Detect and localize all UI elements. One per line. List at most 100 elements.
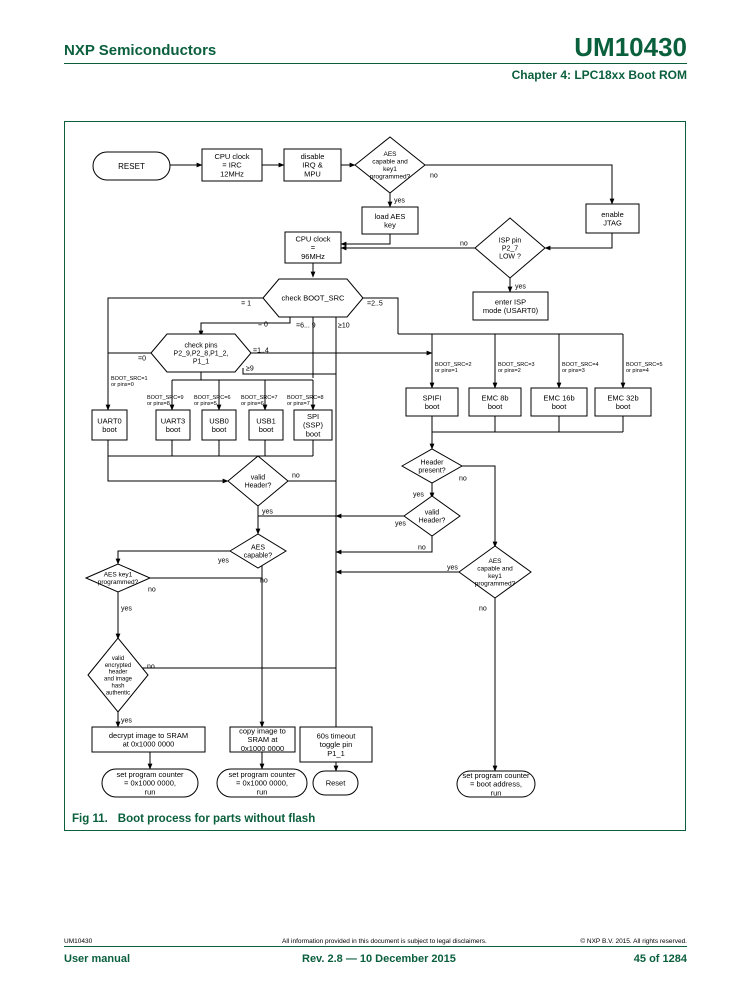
uart3-boot-box bbox=[155, 409, 191, 441]
aes-capable-decision bbox=[229, 533, 287, 569]
copy-image-box-text-line-1: copy image to bbox=[239, 727, 286, 736]
aes-capable-decision-text-line-2: capable? bbox=[244, 552, 273, 559]
decrypt-image-box bbox=[91, 726, 206, 753]
reset-terminal-text: RESET bbox=[118, 162, 145, 171]
label-bs3-line-2: or pins=2 bbox=[498, 368, 521, 374]
spi-ssp-boot-box-text-line-3: boot bbox=[306, 429, 322, 438]
label-bs5-line-1: BOOT_SRC=5 bbox=[626, 362, 663, 368]
set-pc-mid-terminal-text-line-2: = 0x1000 0000, bbox=[236, 779, 288, 788]
valid-header-left-decision bbox=[227, 455, 289, 507]
edge-jtag-isp bbox=[544, 233, 613, 251]
spifi-boot-box-text-line-2: boot bbox=[425, 402, 441, 411]
usb0-boot-box bbox=[201, 409, 237, 441]
uart0-boot-box-text-line-2: boot bbox=[102, 425, 118, 434]
label-header-no: no bbox=[459, 475, 467, 482]
cpu-clock-96-box-text-line-1: CPU clock bbox=[295, 235, 330, 244]
cpu-clock-96-box-text-line-3: 96MHz bbox=[301, 252, 325, 261]
timeout-box-text-line-1: 60s timeout bbox=[317, 732, 357, 741]
footer-doc-type: User manual bbox=[64, 953, 131, 965]
isp-pin-decision-text-line-3: LOW ? bbox=[499, 254, 521, 261]
edge-bs2-5 bbox=[363, 297, 399, 334]
aes-key1-left-decision-text-line-2: programmed? bbox=[98, 579, 139, 586]
usb0-boot-box-text-line-2: boot bbox=[212, 425, 228, 434]
emc8-boot-box bbox=[468, 387, 522, 417]
emc32-boot-box-text-line-2: boot bbox=[616, 402, 632, 411]
label-bs6-line-2: or pins=5 bbox=[194, 401, 217, 407]
edge-aes-no bbox=[425, 164, 615, 205]
figure-frame bbox=[64, 121, 686, 831]
spi-ssp-boot-box-text-line-1: SPI bbox=[307, 412, 319, 421]
edge-header-no bbox=[462, 465, 498, 548]
check-boot-src-decision-text: check BOOT_SRC bbox=[282, 294, 346, 303]
usb1-boot-box-text-line-1: USB1 bbox=[256, 416, 276, 425]
enter-isp-box-text-line-2: mode (USART0) bbox=[483, 306, 539, 315]
label-validr-no: no bbox=[418, 544, 426, 551]
aes-capable-decision-text-line-1: AES bbox=[251, 544, 265, 551]
reset-end-terminal bbox=[312, 770, 359, 796]
aes-key1-left-decision bbox=[84, 563, 152, 593]
label-pins-eq0: =0 bbox=[138, 355, 146, 362]
label-bs-eq2-5: =2..5 bbox=[367, 300, 383, 307]
check-boot-src-decision bbox=[262, 278, 364, 318]
cpu-clock-irc-box-text-line-2: = IRC bbox=[222, 161, 242, 170]
enable-jtag-box-text-line-1: enable bbox=[601, 210, 624, 219]
set-pc-left-terminal-text-line-2: = 0x1000 0000, bbox=[124, 779, 176, 788]
label-validl-yes: yes bbox=[262, 508, 273, 515]
label-bs1-line-1: BOOT_SRC=1 bbox=[111, 376, 148, 382]
label-aes-no-down: no bbox=[260, 577, 268, 584]
emc8-boot-box-text-line-2: boot bbox=[488, 402, 504, 411]
edge-aes-yes-left bbox=[115, 550, 230, 565]
valid-encrypted-decision-text-line-6: authentic bbox=[106, 690, 130, 696]
cpu-clock-irc-box-text-line-1: CPU clock bbox=[214, 152, 249, 161]
disable-irq-box-text-line-3: MPU bbox=[304, 169, 321, 178]
spifi-boot-box-text-line-1: SPIFI bbox=[423, 393, 442, 402]
set-pc-mid-terminal-text-line-3: run bbox=[257, 787, 268, 796]
spi-ssp-boot-box-text-line-2: (SSP) bbox=[303, 421, 324, 430]
label-bs9-line-1: BOOT_SRC=9 bbox=[147, 395, 184, 401]
isp-pin-decision-text-line-2: P2_7 bbox=[502, 245, 518, 252]
edge-collect-right-1 bbox=[431, 416, 623, 433]
enter-isp-box bbox=[472, 291, 549, 321]
valid-header-left-decision-text-line-1: valid bbox=[251, 474, 266, 481]
figure-number: Fig 11. bbox=[72, 813, 108, 825]
decrypt-image-box-text-line-2: at 0x1000 0000 bbox=[123, 739, 175, 748]
valid-header-right-decision bbox=[403, 495, 461, 537]
label-pins-ge9: ≥9 bbox=[246, 365, 254, 372]
footer-copyright: © NXP B.V. 2015. All rights reserved. bbox=[580, 938, 687, 945]
spi-ssp-boot-box bbox=[293, 409, 333, 441]
footer-revision: Rev. 2.8 — 10 December 2015 bbox=[302, 953, 456, 965]
footer-rule bbox=[64, 946, 687, 947]
set-pc-left-terminal-text-line-3: run bbox=[145, 787, 156, 796]
label-key1-yes: yes bbox=[121, 605, 132, 612]
emc32-boot-box-text-line-1: EMC 32b bbox=[607, 393, 638, 402]
valid-encrypted-decision-text-line-3: header bbox=[109, 670, 128, 676]
emc8-boot-box-text-line-1: EMC 8b bbox=[481, 393, 508, 402]
label-bs4-line-1: BOOT_SRC=4 bbox=[562, 362, 599, 368]
header-rule bbox=[64, 63, 687, 64]
emc16-boot-box-text-line-1: EMC 16b bbox=[543, 393, 574, 402]
label-validl-no: no bbox=[292, 472, 300, 479]
edge-bs1 bbox=[105, 297, 265, 411]
label-aesr-yes: yes bbox=[447, 564, 458, 571]
copy-image-box bbox=[229, 726, 296, 753]
timeout-box bbox=[299, 726, 373, 763]
footer-page: 45 of 1284 bbox=[633, 953, 687, 965]
label-isp-no: no bbox=[460, 240, 468, 247]
label-enc-yes: yes bbox=[121, 717, 132, 724]
label-bs7-line-1: BOOT_SRC=7 bbox=[241, 395, 278, 401]
enable-jtag-box-text-line-2: JTAG bbox=[603, 218, 622, 227]
set-pc-left-terminal bbox=[101, 768, 199, 798]
set-pc-right-terminal bbox=[456, 770, 536, 798]
label-aes-yes: yes bbox=[394, 197, 405, 204]
label-key1-no: no bbox=[148, 586, 156, 593]
enter-isp-box-text-line-1: enter ISP bbox=[495, 297, 526, 306]
valid-header-right-decision-text-line-2: Header? bbox=[419, 517, 446, 524]
check-pins-decision-text-line-3: P1_1 bbox=[193, 359, 209, 366]
label-aes-yes-left: yes bbox=[218, 557, 229, 564]
label-bs1-line-2: or pins=0 bbox=[111, 382, 134, 388]
label-bs6-line-1: BOOT_SRC=6 bbox=[194, 395, 231, 401]
label-pins-1-4: =1..4 bbox=[253, 347, 269, 354]
aes-key1-top-decision-text-line-2: capable and bbox=[372, 159, 408, 166]
label-aesr-no: no bbox=[479, 605, 487, 612]
label-bs3-line-1: BOOT_SRC=3 bbox=[498, 362, 535, 368]
